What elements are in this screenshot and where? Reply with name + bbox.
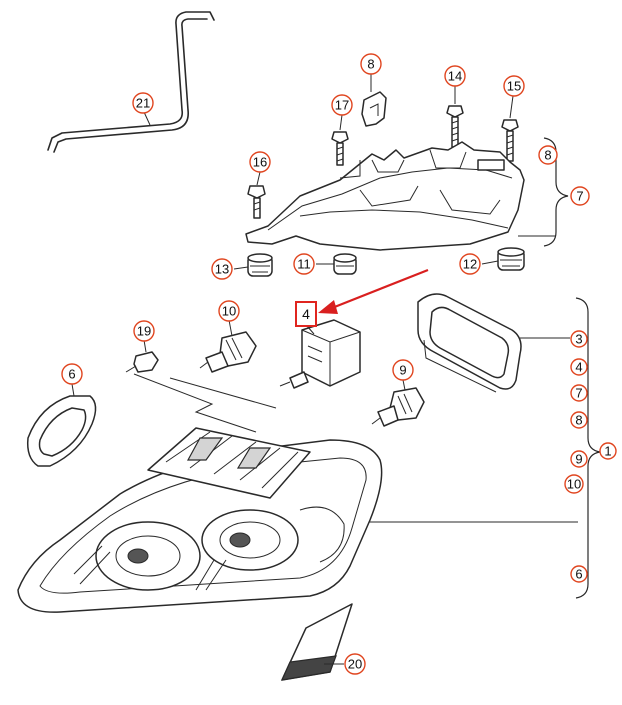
bracket-upper-item-7[interactable]: 7 [570, 186, 590, 206]
bracket-lower-item-8[interactable]: 8 [570, 411, 588, 429]
callout-9[interactable]: 9 [392, 359, 414, 381]
bracket-lower-item-8-label: 8 [575, 413, 582, 428]
callout-15[interactable]: 15 [503, 75, 525, 97]
bracket-lower-item-9-label: 9 [575, 452, 582, 467]
callout-12-label: 12 [463, 257, 477, 272]
bracket-upper-item-8-label: 8 [544, 148, 551, 163]
bracket-lower-item-9[interactable]: 9 [570, 450, 588, 468]
bracket-lower-item-7-label: 7 [575, 386, 582, 401]
bracket-lower-item-7[interactable]: 7 [570, 384, 588, 402]
bolt-part-14 [446, 86, 464, 148]
bracket-lower-item-6-label: 6 [575, 567, 582, 582]
bracket-lower-item-10-label: 10 [567, 477, 581, 492]
callout-6-label: 6 [68, 367, 75, 382]
strip-part-20 [280, 603, 353, 681]
callout-16[interactable]: 16 [249, 151, 271, 173]
callout-10[interactable]: 10 [218, 300, 240, 322]
callout-20[interactable]: 20 [344, 653, 366, 675]
bulb-part-19 [125, 339, 159, 373]
bracket-upper-item-7-label: 7 [576, 189, 583, 204]
assembly-guide-lines [133, 373, 578, 523]
callout-20-label: 20 [348, 657, 362, 672]
callout-4[interactable]: 4 [302, 306, 310, 322]
bolt-part-17 [331, 114, 349, 166]
callout-17[interactable]: 17 [331, 94, 353, 116]
bolt-part-15 [501, 95, 519, 162]
grommet-part-13 [233, 253, 273, 277]
bracket-lower-group-1[interactable]: 1 [599, 442, 617, 460]
frame-part-3 [417, 293, 570, 393]
bulb-part-10 [199, 319, 257, 373]
highlight-arrow [318, 268, 429, 314]
callout-15-label: 15 [507, 79, 521, 94]
bracket-lower-item-4[interactable]: 4 [570, 358, 588, 376]
callout-8-label: 8 [367, 57, 374, 72]
callout-12[interactable]: 12 [459, 253, 481, 275]
callout-8[interactable]: 8 [360, 53, 382, 75]
bulb-part-9 [371, 379, 425, 427]
callout-13[interactable]: 13 [211, 258, 233, 280]
highlight-box [295, 301, 317, 327]
callout-4-label: 4 [302, 306, 310, 322]
grommet-part-11 [316, 253, 357, 275]
callout-17-label: 17 [335, 98, 349, 113]
callout-6[interactable]: 6 [61, 363, 83, 385]
module-part-4 [279, 319, 361, 389]
callout-16-label: 16 [253, 155, 267, 170]
grommet-part-12 [481, 247, 525, 271]
bracket-lower-item-10[interactable]: 10 [564, 474, 584, 494]
callout-14[interactable]: 14 [444, 65, 466, 87]
bracket-lower-group-1-label: 1 [604, 444, 611, 459]
callout-11[interactable]: 11 [293, 253, 315, 275]
callout-11-label: 11 [297, 257, 311, 272]
bracket-lower-item-3[interactable]: 3 [570, 330, 588, 348]
hose-part-21 [47, 11, 215, 153]
bracket-lower-item-4-label: 4 [575, 360, 582, 375]
callout-19[interactable]: 19 [133, 320, 155, 342]
headlamp-assembly [17, 427, 383, 613]
callout-21-label: 21 [136, 96, 150, 111]
callout-9-label: 9 [399, 363, 406, 378]
bolt-part-16 [247, 171, 266, 219]
bracket-upper-item-8[interactable]: 8 [538, 145, 558, 165]
bracket-upper [518, 137, 569, 247]
bezel-part-6 [26, 383, 97, 467]
callout-10-label: 10 [222, 304, 236, 319]
bracket-lower-item-6[interactable]: 6 [570, 565, 588, 583]
callout-14-label: 14 [448, 69, 462, 84]
bracket-lower-item-3-label: 3 [575, 332, 582, 347]
mounting-bracket [245, 141, 525, 251]
clip-part-8 [361, 74, 387, 127]
callout-19-label: 19 [137, 324, 151, 339]
callout-13-label: 13 [215, 262, 229, 277]
callout-21[interactable]: 21 [132, 92, 154, 114]
